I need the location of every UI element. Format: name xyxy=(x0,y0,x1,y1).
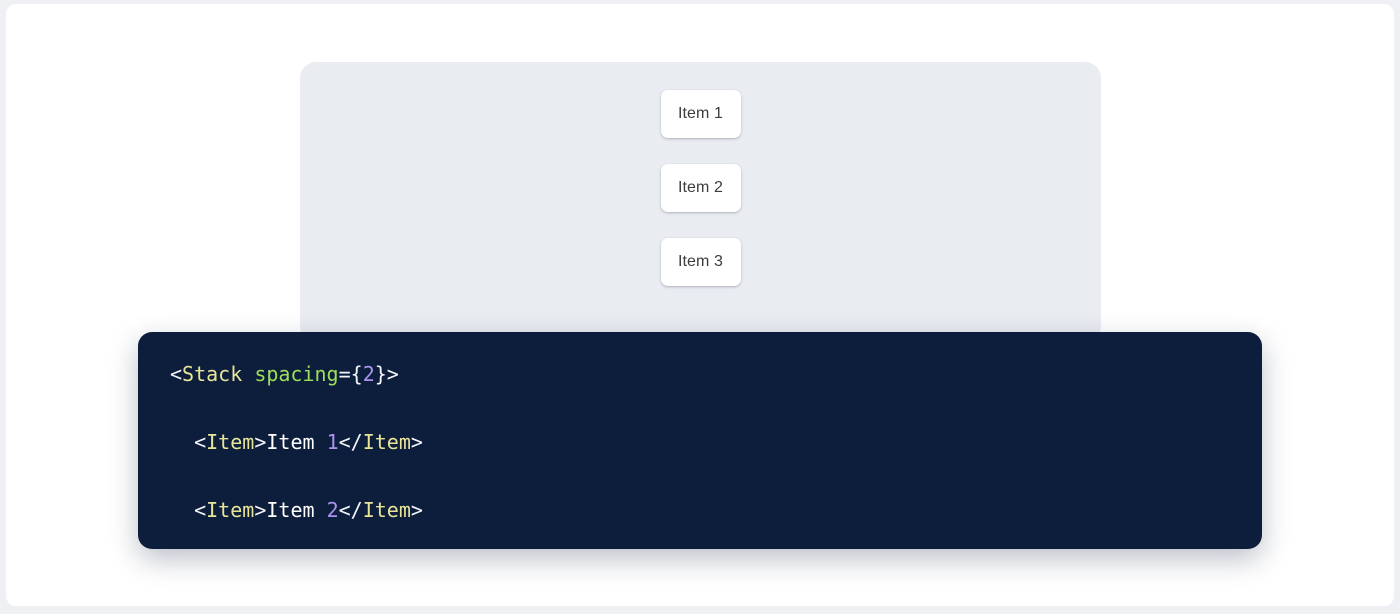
code-token-punct: < xyxy=(170,362,183,386)
stack-item-label: Item 2 xyxy=(677,179,724,196)
code-token-punct: </ xyxy=(338,430,363,454)
code-token-punct: > xyxy=(410,498,423,522)
page-card: Item 1 Item 2 Item 3 <Stack spacing={2}>… xyxy=(6,4,1394,606)
code-token-tag: Stack xyxy=(182,362,243,386)
code-token-punct: < xyxy=(194,430,207,454)
stack-item-label: Item 3 xyxy=(677,253,724,270)
stack-container: Item 1 Item 2 Item 3 xyxy=(300,90,1101,286)
code-token-num: 2 xyxy=(326,498,339,522)
code-token-punct: > xyxy=(254,498,267,522)
stack-item-label: Item 1 xyxy=(677,105,724,122)
code-token-tag: Item xyxy=(206,498,255,522)
code-token-text: Item xyxy=(266,430,327,454)
code-token-punct xyxy=(242,362,254,386)
code-token-punct: </ xyxy=(338,498,363,522)
code-token-tag: Item xyxy=(206,430,255,454)
code-token-tag: Item xyxy=(362,498,411,522)
stack-item[interactable]: Item 2 xyxy=(660,164,741,212)
code-line: <Stack spacing={2}> xyxy=(170,357,423,391)
code-token-tag: Item xyxy=(362,430,411,454)
code-token-punct: ={ xyxy=(338,362,363,386)
code-token-attr: spacing xyxy=(254,362,339,386)
code-token-num: 2 xyxy=(362,362,375,386)
code-token-punct: > xyxy=(410,430,423,454)
code-line: <Item>Item 1</Item> xyxy=(170,425,423,459)
code-token-punct: }> xyxy=(374,362,399,386)
code-token-num: 1 xyxy=(326,430,339,454)
code-token-text: Item xyxy=(266,498,327,522)
code-snippet-panel[interactable]: <Stack spacing={2}> <Item>Item 1</Item> … xyxy=(138,332,1262,549)
stack-item[interactable]: Item 3 xyxy=(660,238,741,286)
code-token-punct: > xyxy=(254,430,267,454)
stack-item[interactable]: Item 1 xyxy=(660,90,741,138)
code-block: <Stack spacing={2}> <Item>Item 1</Item> … xyxy=(170,357,423,549)
component-preview-panel: Item 1 Item 2 Item 3 xyxy=(300,62,1101,342)
code-token-punct: < xyxy=(194,498,207,522)
code-line: <Item>Item 2</Item> xyxy=(170,493,423,527)
